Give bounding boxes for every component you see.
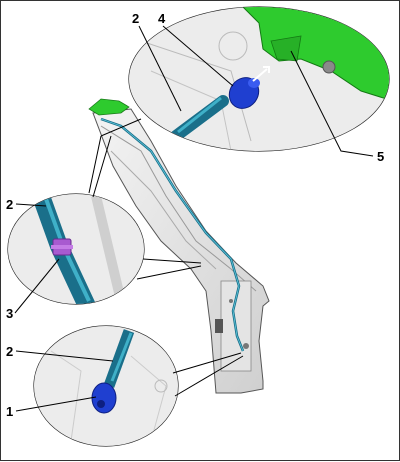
detail-circle-middle bbox=[7, 193, 145, 305]
callout-2-top: 2 bbox=[132, 11, 182, 112]
detail-leader-lines bbox=[88, 118, 244, 397]
svg-text:4: 4 bbox=[158, 11, 166, 26]
detail-circle-top bbox=[128, 6, 390, 152]
detail-circle-bottom bbox=[33, 325, 179, 447]
svg-text:2: 2 bbox=[6, 344, 13, 359]
svg-text:2: 2 bbox=[6, 197, 13, 212]
svg-text:1: 1 bbox=[6, 404, 13, 419]
washer-hose-top bbox=[170, 95, 229, 142]
callout-3: 3 bbox=[6, 258, 60, 321]
hose-connector-nozzle bbox=[91, 382, 117, 414]
insert-arrow bbox=[252, 66, 270, 82]
reservoir-bracket-small bbox=[88, 98, 130, 116]
callout-4: 4 bbox=[158, 11, 234, 87]
callout-5: 5 bbox=[290, 50, 384, 164]
svg-text:5: 5 bbox=[377, 149, 384, 164]
callout-2-middle: 2 bbox=[6, 197, 47, 212]
callout-2-bottom: 2 bbox=[6, 344, 114, 362]
svg-text:3: 3 bbox=[6, 306, 13, 321]
callout-1: 1 bbox=[6, 396, 97, 419]
svg-text:2: 2 bbox=[132, 11, 139, 26]
